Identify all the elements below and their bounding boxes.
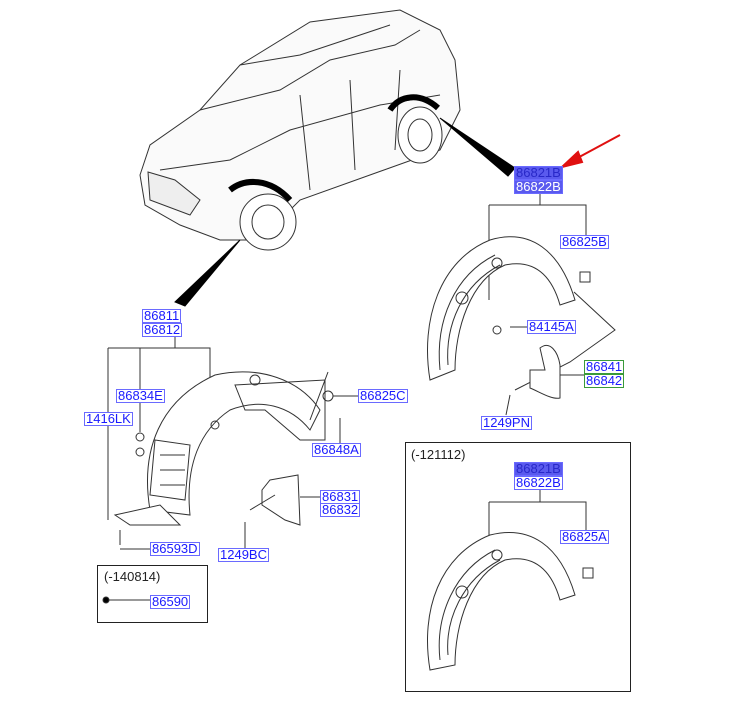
part-86842[interactable]: 86842 xyxy=(584,373,625,388)
rear-mudguard xyxy=(529,344,561,399)
part-86825C[interactable]: 86825C xyxy=(358,388,408,403)
car-illustration xyxy=(139,9,461,251)
red-arrow xyxy=(558,134,621,169)
front-mudguard xyxy=(261,474,301,526)
part-1249PN[interactable]: 1249PN xyxy=(481,415,532,430)
part-1249BC[interactable]: 1249BC xyxy=(218,547,269,562)
frame-121112 xyxy=(405,442,631,692)
part-86821B-old[interactable]: 86821B xyxy=(514,461,563,476)
part-86822B-old[interactable]: 86822B xyxy=(514,475,563,490)
part-86848A[interactable]: 86848A xyxy=(312,442,361,457)
date-range-121112: (-121112) xyxy=(411,447,466,462)
part-86590[interactable]: 86590 xyxy=(150,594,191,609)
date-range-140814: (-140814) xyxy=(104,569,161,584)
part-86822B[interactable]: 86822B xyxy=(514,179,563,194)
part-86825B[interactable]: 86825B xyxy=(560,234,609,249)
part-86832[interactable]: 86832 xyxy=(320,502,361,517)
part-1416LK[interactable]: 1416LK xyxy=(84,411,133,426)
part-86841[interactable]: 86841 xyxy=(584,359,625,374)
part-86821B[interactable]: 86821B xyxy=(514,165,563,180)
rear-liner-old xyxy=(427,532,594,671)
part-86831[interactable]: 86831 xyxy=(320,489,361,504)
part-86593D[interactable]: 86593D xyxy=(150,541,200,556)
leader-wedge-rear xyxy=(439,117,516,177)
frame-140814 xyxy=(97,565,208,623)
part-84145A[interactable]: 84145A xyxy=(527,319,576,334)
rear-liner xyxy=(427,236,591,381)
part-86811[interactable]: 86811 xyxy=(142,308,182,323)
part-86812[interactable]: 86812 xyxy=(142,322,183,337)
leader-wedge-front xyxy=(174,239,241,307)
front-liner xyxy=(113,371,326,526)
part-86834E[interactable]: 86834E xyxy=(116,388,165,403)
part-86825A[interactable]: 86825A xyxy=(560,529,609,544)
